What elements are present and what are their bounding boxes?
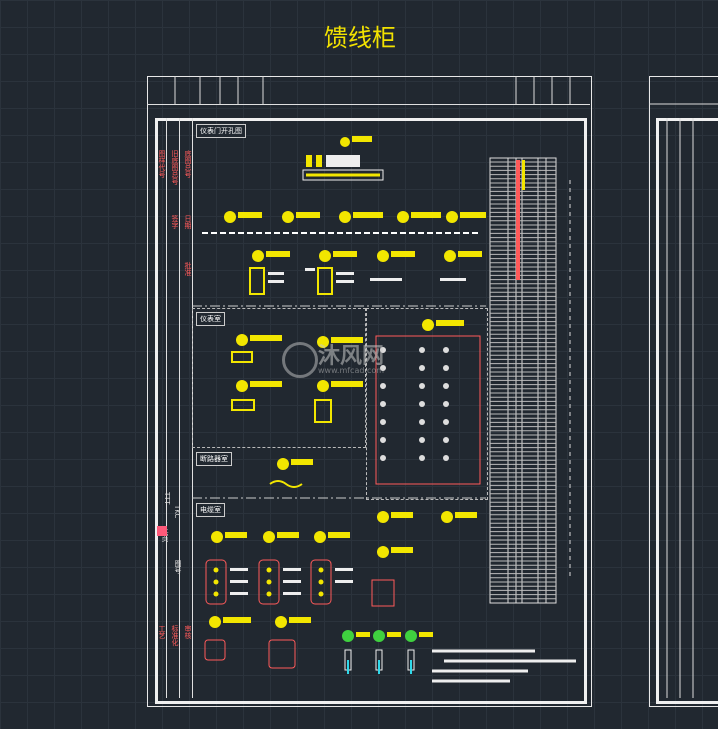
header-strip-line bbox=[147, 104, 590, 105]
busbar-component bbox=[302, 136, 384, 181]
section-label-meter-room: 仪表室 bbox=[196, 312, 225, 326]
cable-terminal-marks bbox=[213, 567, 324, 597]
cable-room-components bbox=[209, 511, 477, 628]
watermark: 沐风网 bbox=[318, 344, 385, 369]
title-block-label: 审核 bbox=[184, 625, 192, 639]
meter-room-components bbox=[236, 319, 464, 392]
notes-lines bbox=[432, 649, 576, 683]
indicator-lamps bbox=[342, 630, 433, 674]
title-block-label: 日期 bbox=[184, 215, 192, 229]
section-marker bbox=[157, 526, 167, 536]
meter-room-parts bbox=[231, 351, 332, 423]
title-block-label: 旧底图总号 bbox=[171, 150, 179, 185]
title-block-label: 工艺 bbox=[158, 625, 166, 639]
next-sheet-title-block bbox=[649, 103, 718, 698]
title-block-label: 底图总号 bbox=[184, 150, 192, 178]
cable-terminals bbox=[204, 559, 395, 669]
terminal-bank bbox=[375, 335, 481, 485]
relay-labels bbox=[268, 268, 466, 283]
section-label-breaker-room: 断路器室 bbox=[196, 452, 232, 466]
drawing-sheet-main bbox=[147, 76, 592, 707]
relay-blocks bbox=[249, 267, 333, 295]
terminal-zone bbox=[366, 308, 488, 500]
cable-terminal-labels bbox=[230, 568, 353, 595]
breaker-component bbox=[269, 458, 313, 488]
terminal-strip-highlights bbox=[516, 160, 520, 280]
drawing-frame-next bbox=[656, 118, 718, 704]
terminal-bank-dots bbox=[380, 347, 449, 461]
title-block-line bbox=[166, 118, 167, 698]
watermark-url: www.mfcad.com bbox=[318, 366, 385, 375]
title-block-code: TKC bbox=[173, 505, 181, 519]
section-label-cable-room: 电缆室 bbox=[196, 503, 225, 517]
terminal-strip-highlights-yellow bbox=[522, 160, 525, 190]
title-block-label: 签字 bbox=[171, 215, 179, 229]
title-block-code: TTT bbox=[163, 492, 171, 505]
meter-row bbox=[224, 211, 486, 223]
meter-room-zone bbox=[192, 308, 366, 448]
title-block-line bbox=[179, 118, 180, 698]
title-block-code: 图号 bbox=[174, 560, 182, 574]
drawing-sheet-next bbox=[649, 76, 718, 707]
section-label-meter-door: 仪表门开孔图 bbox=[196, 124, 246, 138]
drawing-title: 馈线柜 bbox=[324, 24, 396, 52]
drawing-frame-inner bbox=[155, 118, 587, 704]
title-block-label: 图样代号 bbox=[158, 150, 166, 178]
title-block-label: 批准 bbox=[184, 262, 192, 276]
title-block-label: 标准化 bbox=[171, 625, 179, 646]
relay-row bbox=[252, 250, 482, 262]
watermark-logo-icon bbox=[282, 342, 318, 378]
header-marks bbox=[174, 76, 571, 104]
